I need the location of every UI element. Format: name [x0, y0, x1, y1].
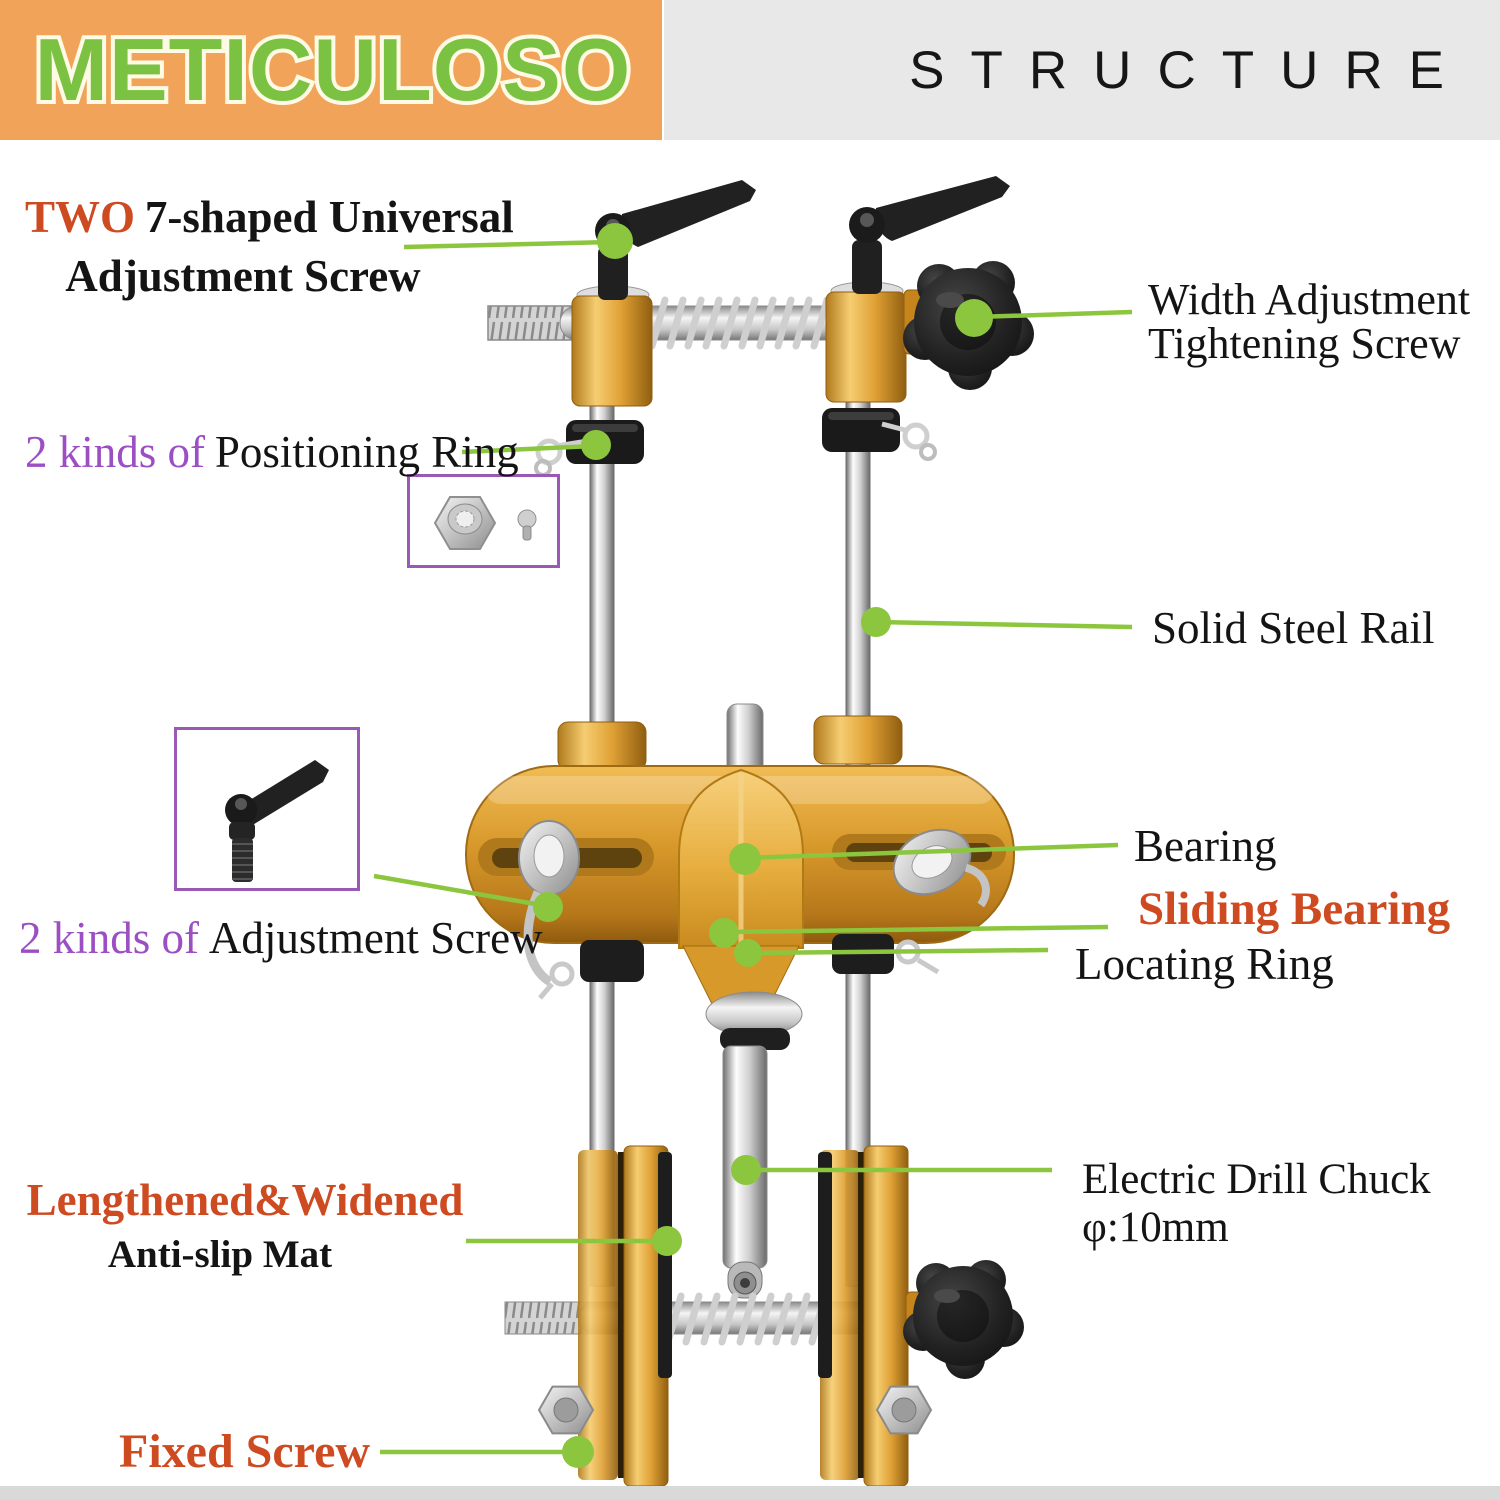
bottom-strip	[0, 1486, 1500, 1500]
brand-banner: METICULOSO	[0, 0, 662, 140]
positioning-ring-right	[822, 408, 937, 461]
positioning-ring-inset-box	[407, 474, 560, 568]
bottom-clamp-assembly	[504, 1145, 1024, 1487]
label-solid-steel-rail: Solid Steel Rail	[1152, 603, 1435, 653]
page-title: STRUCTURE	[909, 40, 1470, 100]
brand-logo: METICULOSO	[35, 20, 632, 119]
slider-block-left	[571, 285, 653, 407]
thumb-screw-left	[518, 820, 580, 986]
hex-nut-icon	[433, 496, 497, 550]
label-electric-drill-chuck: Electric Drill Chuck φ:10mm	[1082, 1156, 1431, 1251]
fixed-screw-nut-left	[537, 1385, 595, 1435]
label-universal-prefix: TWO	[25, 192, 136, 242]
label-sliding-bearing: Sliding Bearing	[1138, 883, 1451, 935]
top-spring	[648, 296, 831, 350]
anti-slip-mat-right	[818, 1152, 832, 1378]
leader-lines	[373, 239, 1133, 1455]
clamp-lever-right	[849, 176, 1010, 294]
fixed-screw-nut-right	[875, 1385, 933, 1435]
set-screw-icon	[517, 509, 537, 541]
adjustment-screw-inset-box	[174, 727, 360, 891]
clamp-lever-icon	[225, 760, 329, 882]
structure-banner: STRUCTURE	[664, 0, 1500, 140]
callout-dots	[533, 223, 993, 1468]
anti-slip-mat-left	[658, 1152, 672, 1378]
slider-block-right	[825, 281, 907, 403]
thumb-screw-right	[892, 828, 990, 908]
locating-ring	[705, 991, 803, 1050]
brand-logo-svg: METICULOSO	[31, 16, 635, 123]
label-width-adjustment-screw: Width Adjustment Tightening Screw	[1148, 275, 1471, 368]
bottom-tightening-knob	[903, 1260, 1024, 1379]
label-fixed-screw: Fixed Screw	[119, 1425, 371, 1478]
lower-ring-left	[538, 940, 644, 1000]
sliding-bearing-housing	[678, 768, 804, 1009]
label-bearing: Bearing	[1134, 821, 1277, 871]
label-locating-ring: Locating Ring	[1075, 939, 1334, 989]
label-anti-slip-mat: Lengthened&Widened Anti-slip Mat	[26, 1175, 464, 1276]
